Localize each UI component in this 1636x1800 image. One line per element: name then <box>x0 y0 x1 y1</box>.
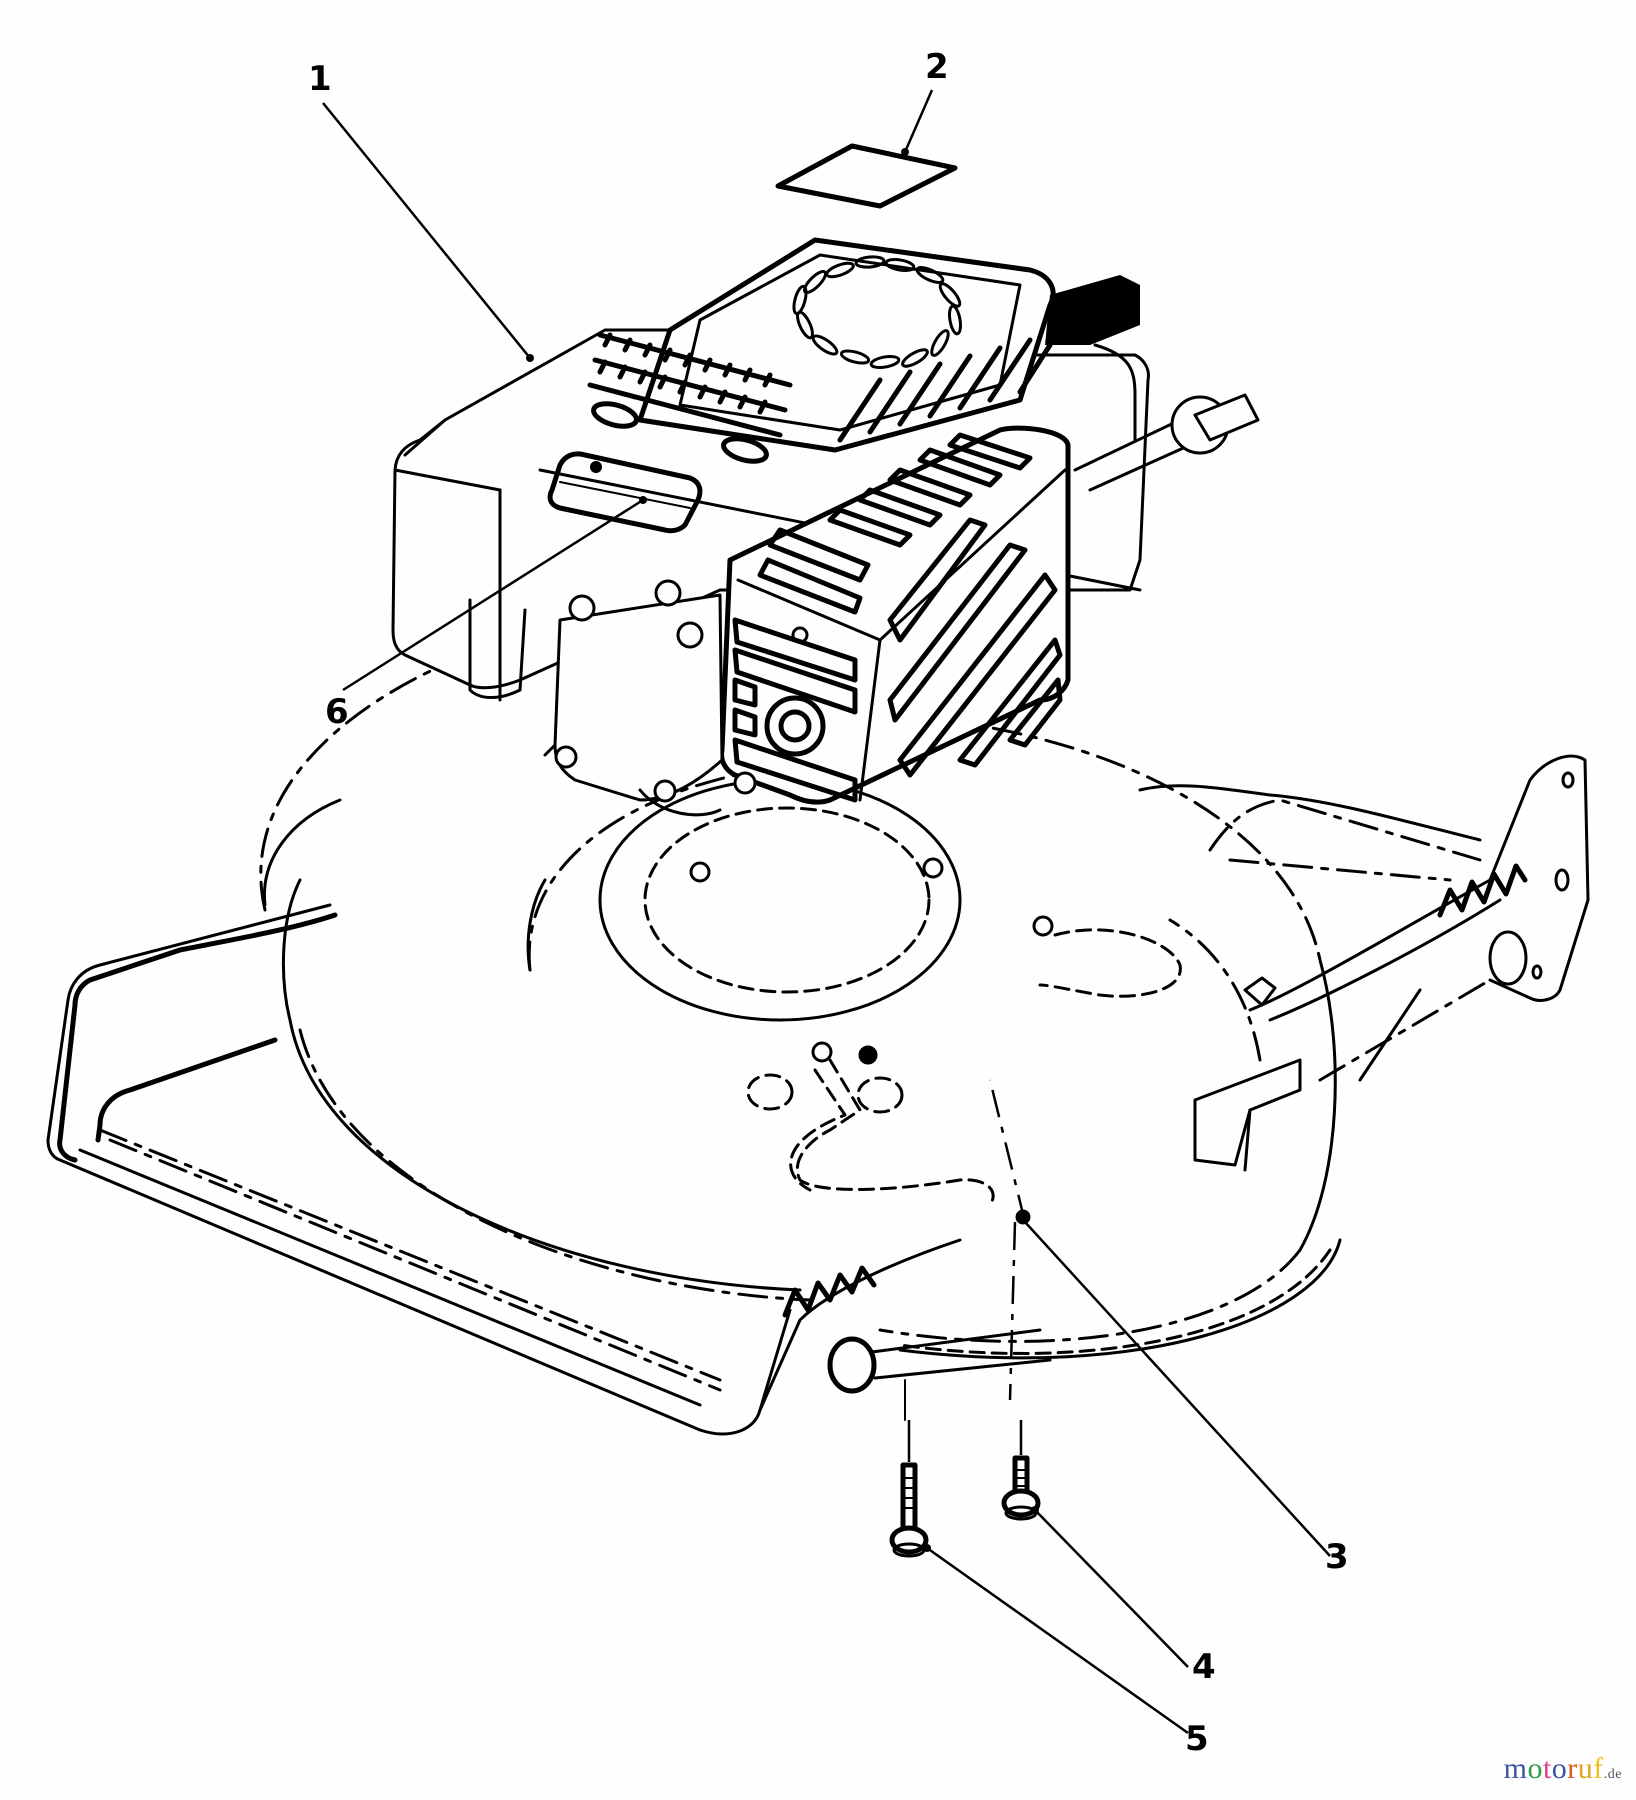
wm-letter: m <box>1503 1752 1528 1785</box>
decal <box>775 143 958 209</box>
mower-deck <box>259 608 1342 1360</box>
wm-letter: f <box>1593 1752 1604 1785</box>
callout-6: 6 <box>325 692 349 732</box>
front-bumper <box>46 903 1052 1436</box>
callout-4: 4 <box>1192 1647 1216 1687</box>
cylinder-fins <box>587 332 1053 464</box>
spark-plug-boot <box>1045 275 1140 345</box>
wm-letter: o <box>1551 1752 1568 1785</box>
leader-lines <box>322 89 1331 1735</box>
wm-letter: u <box>1577 1752 1594 1785</box>
motoruf-watermark: motoruf.de <box>1504 1752 1622 1786</box>
air-cleaner-slots <box>757 432 1033 615</box>
engine-mount-ring <box>598 778 1182 1207</box>
starter-vent-slots <box>792 255 962 369</box>
callout-1: 1 <box>308 59 332 99</box>
callout-2: 2 <box>925 47 949 87</box>
engine <box>391 237 1260 817</box>
callout-3: 3 <box>1325 1537 1349 1577</box>
screw-long <box>889 1462 929 1558</box>
wm-tld: .de <box>1603 1767 1622 1782</box>
wm-letter: r <box>1567 1752 1578 1785</box>
wm-letter: t <box>1542 1752 1552 1785</box>
rear-height-bracket <box>1138 754 1590 1082</box>
screw-short <box>1001 1455 1041 1521</box>
muffler-diagonal-slots <box>887 517 1063 778</box>
wm-letter: o <box>1527 1752 1543 1785</box>
callout-5: 5 <box>1185 1719 1209 1759</box>
